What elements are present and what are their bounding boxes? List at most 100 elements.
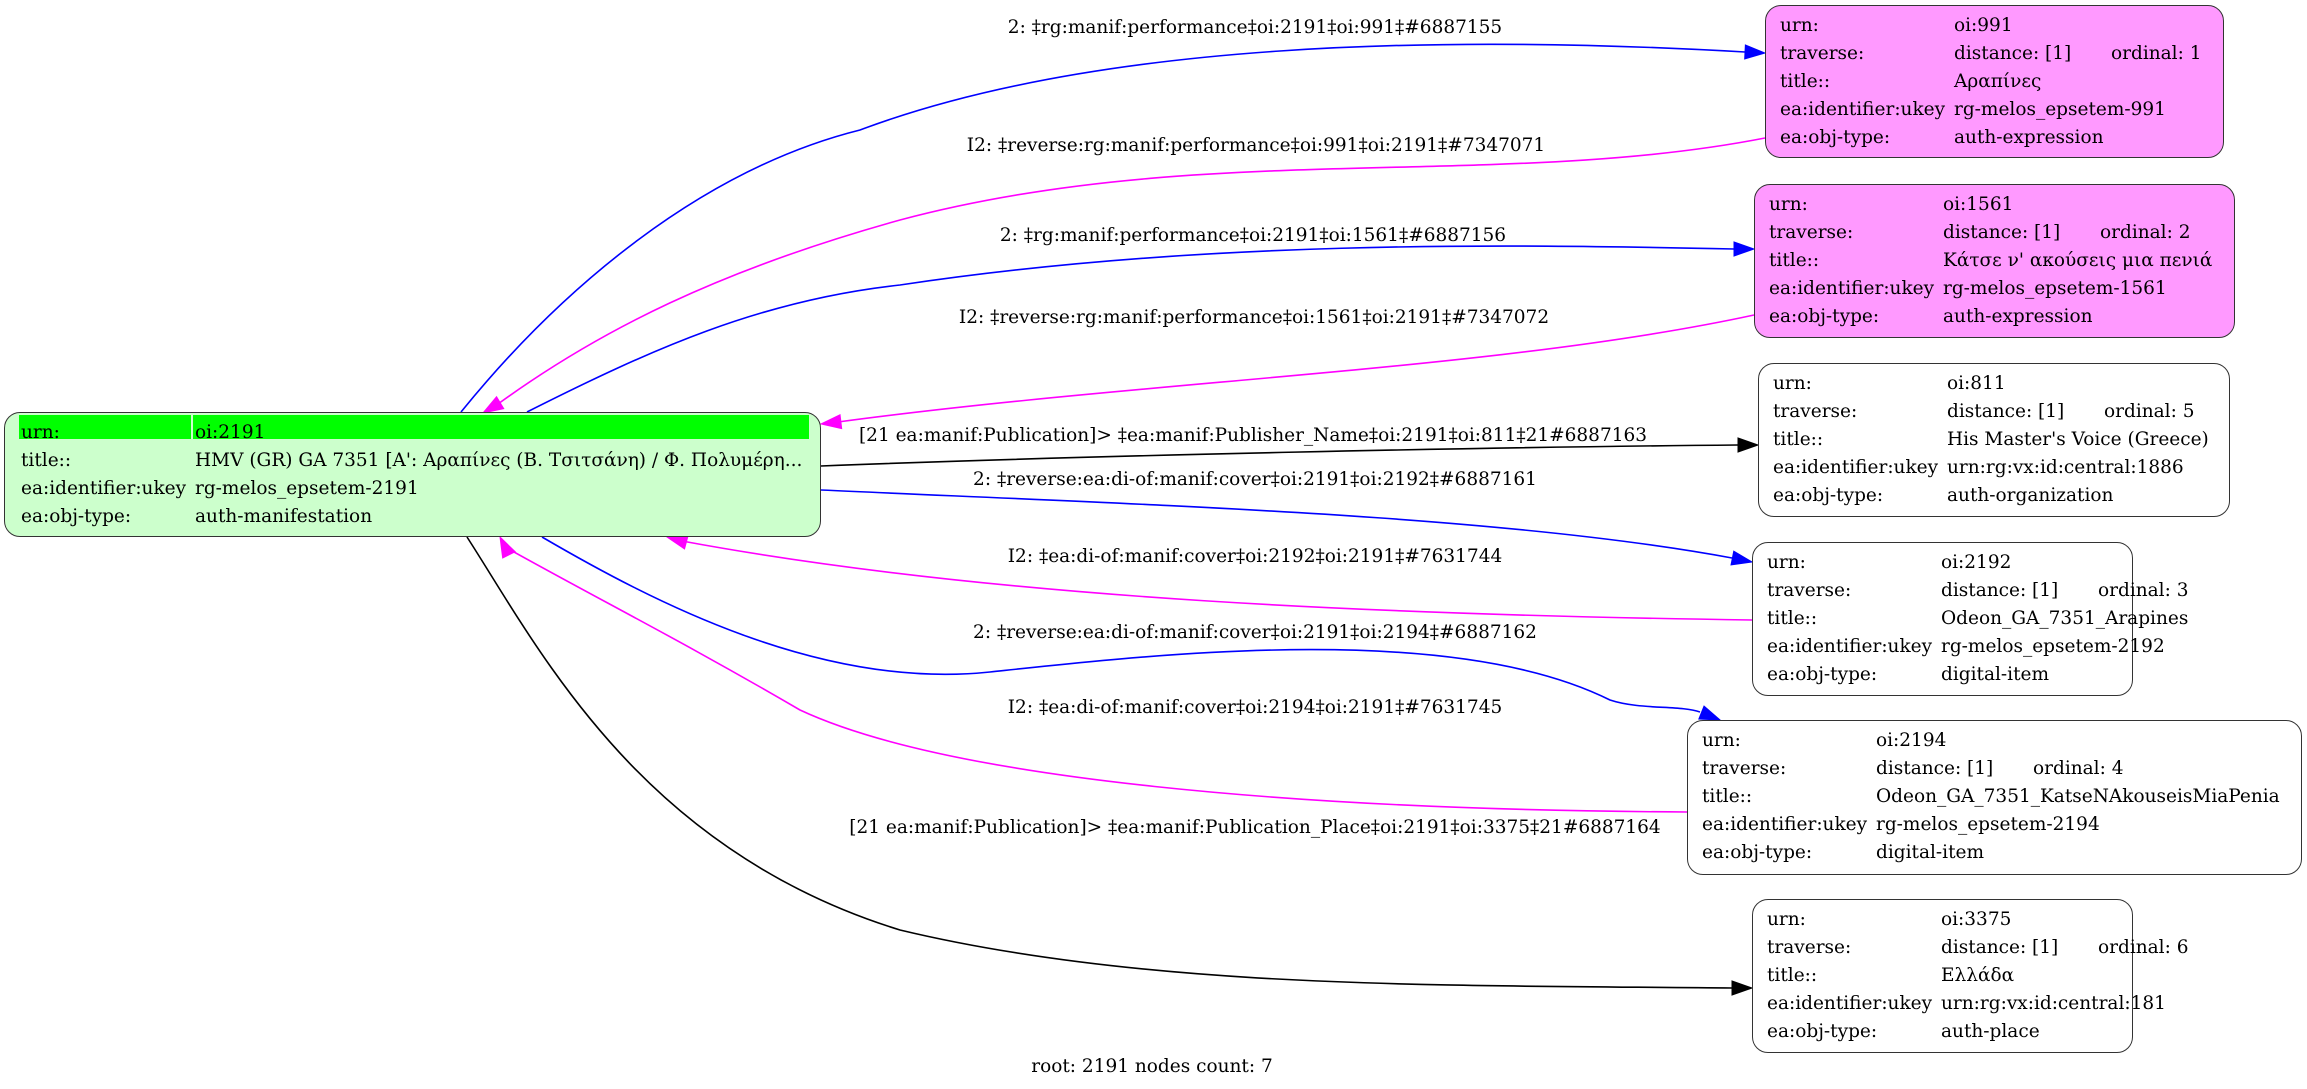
arrowhead-icon xyxy=(819,413,843,430)
ukey-value: urn:rg:vx:id:central:1886 xyxy=(1947,457,2184,478)
title-value: Αραπίνες xyxy=(1954,71,2042,92)
distance-value: distance: [1] xyxy=(1941,580,2059,601)
node-row-title: title::Odeon_GA_7351_KatseNAkouseisMiaPe… xyxy=(1688,783,2301,811)
arrowhead-icon xyxy=(1737,437,1760,453)
arrowhead-icon xyxy=(1730,550,1754,566)
root-title-value: HMV (GR) GA 7351 [A': Αραπίνες (Β. Τσιτσ… xyxy=(195,450,803,471)
root-objtype-value: auth-manifestation xyxy=(195,506,373,527)
distance-value: distance: [1] xyxy=(1954,43,2072,64)
row-key: ea:obj-type: xyxy=(1702,842,1813,863)
urn-value: oi:3375 xyxy=(1941,909,2012,930)
row-key: urn: xyxy=(1773,373,1812,394)
edge-oi-991-to-oi-2191[interactable] xyxy=(497,137,1766,405)
node-row-urn: urn:oi:811 xyxy=(1759,370,2229,398)
row-key: urn: xyxy=(1767,552,1806,573)
edge-oi-2191-to-oi-2194[interactable] xyxy=(541,536,1701,713)
node-row-obj-type: ea:obj-type: digital-item xyxy=(1688,839,2301,867)
edge-label: I2: ‡ea:di-of:manif:cover‡oi:2194‡oi:219… xyxy=(1007,697,1503,718)
obj-type-value: digital-item xyxy=(1876,842,1984,863)
edge-oi-2192-to-oi-2191[interactable] xyxy=(681,540,1753,621)
graph-footer: root: 2191 nodes count: 7 xyxy=(1031,1056,1273,1077)
row-key: traverse: xyxy=(1767,580,1852,601)
root-row-objtype: ea:obj-type: auth-manifestation xyxy=(5,503,820,531)
edge-oi-2191-to-oi-2192[interactable] xyxy=(820,489,1733,559)
arrowhead-icon xyxy=(481,395,505,414)
root-objtype-key: ea:obj-type: xyxy=(21,506,132,527)
row-key: ea:obj-type: xyxy=(1773,485,1884,506)
root-urn-key-highlight xyxy=(19,415,191,439)
node-row-urn: urn: oi:3375 xyxy=(1753,906,2132,934)
row-key: ea:obj-type: xyxy=(1767,664,1878,685)
urn-value: oi:2194 xyxy=(1876,730,1947,751)
row-key: ea:identifier:ukey xyxy=(1767,636,1933,657)
node-row-urn: urn:oi:991 xyxy=(1766,12,2223,40)
edges-layer xyxy=(460,43,1767,996)
row-key: title:: xyxy=(1769,250,1820,271)
ordinal-value: ordinal: 3 xyxy=(2098,580,2189,601)
node-row-urn: urn: oi:2194 xyxy=(1688,727,2301,755)
row-key: urn: xyxy=(1769,194,1808,215)
row-key: ea:identifier:ukey xyxy=(1773,457,1939,478)
root-urn-value: oi:2191 xyxy=(195,422,266,443)
node-row-obj-type: ea:obj-type:digital-item xyxy=(1753,661,2132,689)
root-node[interactable]: urn: oi:2191 title:: HMV (GR) GA 7351 [A… xyxy=(4,412,821,537)
row-key: ea:identifier:ukey xyxy=(1767,993,1933,1014)
node-row-ukey: ea:identifier:ukey urn:rg:vx:id:central:1… xyxy=(1753,990,2166,1018)
edge-label: I2: ‡ea:di-of:manif:cover‡oi:2192‡oi:219… xyxy=(1007,546,1503,567)
root-ukey-key: ea:identifier:ukey xyxy=(21,478,187,499)
edge-label: [21 ea:manif:Publication]> ‡ea:manif:Pub… xyxy=(849,817,1661,838)
node-oi-2192[interactable]: urn: oi:2192 traverse: ordinal: 3 distance: … xyxy=(1752,542,2189,696)
arrowhead-icon xyxy=(1733,241,1756,257)
row-key: urn: xyxy=(1702,730,1741,751)
node-row-urn: urn: oi:2192 xyxy=(1753,549,2132,577)
row-key: title:: xyxy=(1773,429,1824,450)
edge-label: I2: ‡reverse:rg:manif:performance‡oi:156… xyxy=(958,307,1550,328)
arrowhead-icon xyxy=(1744,44,1767,60)
edge-oi-1561-to-oi-2191[interactable] xyxy=(837,314,1755,423)
title-value: Odeon_GA_7351_KatseNAkouseisMiaPenia xyxy=(1876,786,2280,807)
arrowhead-icon xyxy=(1698,705,1722,721)
row-key: ea:identifier:ukey xyxy=(1780,99,1946,120)
row-key: urn: xyxy=(1767,909,1806,930)
edge-oi-2191-to-oi-811[interactable] xyxy=(820,444,1739,467)
node-row-obj-type: ea:obj-type:auth-organization xyxy=(1759,482,2229,510)
node-row-title: title::Κάτσε ν' ακούσεις μια πενιά xyxy=(1755,247,2234,275)
urn-value: oi:1561 xyxy=(1943,194,2014,215)
edge-label: 2: ‡rg:manif:performance‡oi:2191‡oi:1561… xyxy=(999,225,1507,246)
edge-oi-2191-to-oi-3375[interactable] xyxy=(466,536,1733,989)
row-key: ea:obj-type: xyxy=(1767,1021,1878,1042)
edge-label: [21 ea:manif:Publication]> ‡ea:manif:Pub… xyxy=(858,425,1648,446)
title-value: Κάτσε ν' ακούσεις μια πενιά xyxy=(1943,250,2213,271)
urn-value: oi:991 xyxy=(1954,15,2013,36)
ukey-value: urn:rg:vx:id:central:181 xyxy=(1941,993,2166,1014)
edge-label: 2: ‡reverse:ea:di-of:manif:cover‡oi:2191… xyxy=(973,469,1537,490)
node-row-obj-type: ea:obj-type:auth-place xyxy=(1753,1018,2132,1046)
row-key: title:: xyxy=(1702,786,1753,807)
urn-value: oi:2192 xyxy=(1941,552,2012,573)
arrowhead-icon xyxy=(1731,980,1754,996)
edge-oi-2191-to-oi-1561[interactable] xyxy=(526,245,1735,413)
obj-type-value: auth-expression xyxy=(1943,306,2093,327)
title-value: His Master's Voice (Greece) xyxy=(1947,429,2209,450)
ukey-value: rg-melos_epsetem-1561 xyxy=(1943,278,2167,299)
edge-label: 2: ‡rg:manif:performance‡oi:2191‡oi:991‡… xyxy=(1007,17,1503,38)
ordinal-value: ordinal: 6 xyxy=(2098,937,2189,958)
row-key: traverse: xyxy=(1702,758,1787,779)
edge-label: I2: ‡reverse:rg:manif:performance‡oi:991… xyxy=(966,135,1546,156)
edge-oi-2191-to-oi-991[interactable] xyxy=(460,43,1746,413)
ordinal-value: ordinal: 1 xyxy=(2111,43,2202,64)
root-urn-key: urn: xyxy=(21,422,60,443)
row-key: ea:identifier:ukey xyxy=(1769,278,1935,299)
distance-value: distance: [1] xyxy=(1947,401,2065,422)
ordinal-value: ordinal: 5 xyxy=(2104,401,2195,422)
edge-oi-2194-to-oi-2191[interactable] xyxy=(504,546,1688,813)
node-row-traverse: traverse: ordinal: 3 distance: [1] xyxy=(1753,577,2189,605)
